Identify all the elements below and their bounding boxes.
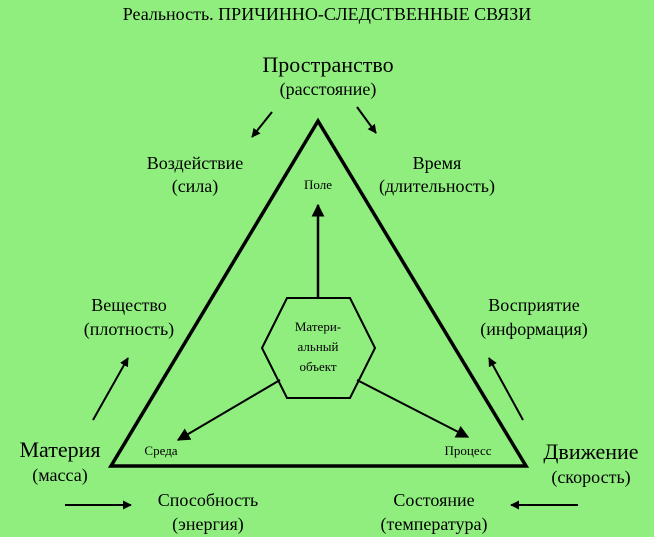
relation-mid-right-sub: (информация) bbox=[480, 319, 588, 339]
inner-process-label: Процесс bbox=[444, 443, 492, 458]
relation-mid-left-sub: (плотность) bbox=[83, 319, 175, 339]
center-label-line-1: Матери- bbox=[294, 319, 342, 334]
center-label-line-2: альный bbox=[297, 339, 339, 354]
inner-field-label: Поле bbox=[304, 177, 332, 192]
arrow-to-process bbox=[356, 379, 470, 438]
relation-bottom-left-sub: (энергия) bbox=[172, 514, 244, 534]
main-triangle bbox=[107, 117, 530, 468]
corner-top-name: Пространство bbox=[262, 52, 394, 77]
relation-bottom-right-name: Состояние bbox=[393, 490, 475, 510]
relation-mid-left-name: Вещество bbox=[91, 295, 167, 315]
relation-top-right-sub: (длительность) bbox=[379, 176, 495, 196]
corner-right-name: Движение bbox=[543, 439, 639, 464]
arrow-to-medium bbox=[176, 379, 281, 441]
relation-top-left-sub: (сила) bbox=[171, 176, 219, 196]
relation-top-left-name: Воздействие bbox=[146, 153, 244, 173]
corner-top-sub: (расстояние) bbox=[279, 79, 377, 99]
arrow-left-up bbox=[92, 357, 129, 421]
relation-mid-right-name: Восприятие bbox=[488, 295, 580, 315]
arrow-right-up bbox=[488, 357, 524, 421]
center-hexagon bbox=[260, 297, 377, 399]
relation-bottom-right-sub: (температура) bbox=[380, 514, 488, 534]
arrow-top-left bbox=[251, 111, 273, 138]
corner-left-sub: (масса) bbox=[32, 465, 88, 485]
diagram-title: Реальность. ПРИЧИННО-СЛЕДСТВЕННЫЕ СВЯЗИ bbox=[122, 4, 532, 24]
relation-bottom-left-name: Способность bbox=[157, 490, 259, 510]
center-label-line-3: объект bbox=[299, 359, 337, 374]
corner-right-sub: (скорость) bbox=[551, 467, 631, 487]
corner-left-name: Материя bbox=[19, 437, 101, 462]
relation-top-right-name: Время bbox=[412, 153, 462, 173]
arrow-top-right bbox=[356, 106, 377, 134]
inner-medium-label: Среда bbox=[144, 443, 178, 458]
